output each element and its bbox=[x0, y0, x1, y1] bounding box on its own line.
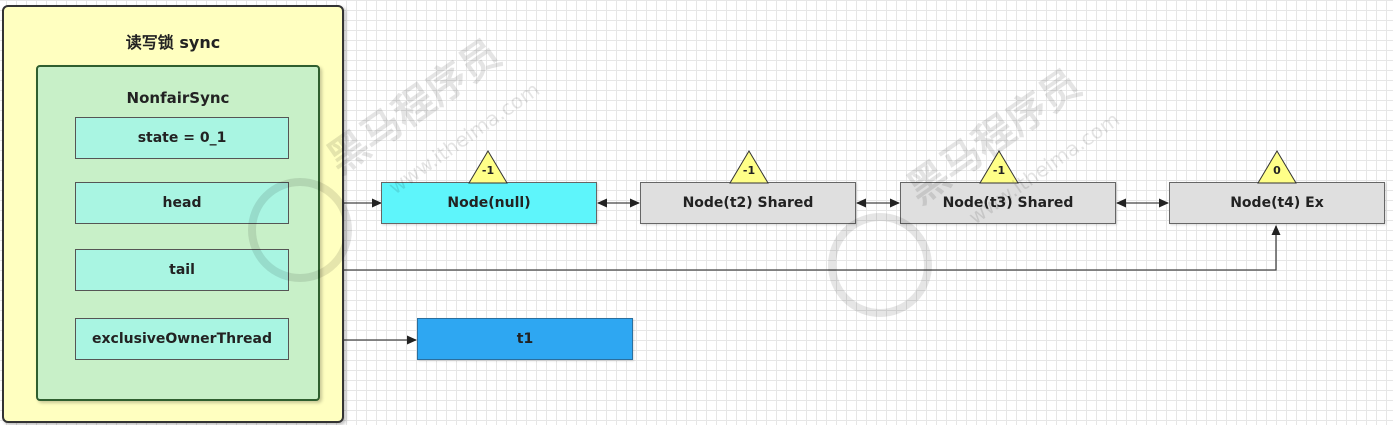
wait-status-label: -1 bbox=[742, 164, 756, 177]
state-field[interactable]: state = 0_1 bbox=[75, 117, 289, 159]
exclusive-owner-thread-field[interactable]: exclusiveOwnerThread bbox=[75, 318, 289, 360]
nonfair-sync-title: NonfairSync bbox=[126, 89, 230, 107]
owner-thread-t1[interactable]: t1 bbox=[417, 318, 633, 360]
wait-status-label: -1 bbox=[481, 164, 495, 177]
node-t4-exclusive[interactable]: Node(t4) Ex bbox=[1169, 182, 1385, 224]
warning-triangle-icon bbox=[729, 150, 769, 184]
tail-pointer-arrow bbox=[290, 225, 1281, 271]
warning-triangle-icon bbox=[468, 150, 508, 184]
node-t2-shared[interactable]: Node(t2) Shared bbox=[640, 182, 856, 224]
watermark-logo-icon bbox=[828, 213, 932, 317]
wait-status-badge-node-t3: -1 bbox=[979, 150, 1019, 184]
node-t3-shared[interactable]: Node(t3) Shared bbox=[900, 182, 1116, 224]
sync-container-title: 读写锁 sync bbox=[125, 33, 221, 52]
wait-status-badge-node-t2: -1 bbox=[729, 150, 769, 184]
tail-field[interactable]: tail bbox=[75, 249, 289, 291]
node-null[interactable]: Node(null) bbox=[381, 182, 597, 224]
warning-triangle-icon bbox=[979, 150, 1019, 184]
wait-status-label: 0 bbox=[1273, 164, 1281, 177]
head-field[interactable]: head bbox=[75, 182, 289, 224]
watermark-site-text: www.itheima.com bbox=[384, 77, 544, 199]
wait-status-badge-node-null: -1 bbox=[468, 150, 508, 184]
wait-status-badge-node-t4: 0 bbox=[1257, 150, 1297, 184]
warning-triangle-icon bbox=[1257, 150, 1297, 184]
wait-status-label: -1 bbox=[992, 164, 1006, 177]
